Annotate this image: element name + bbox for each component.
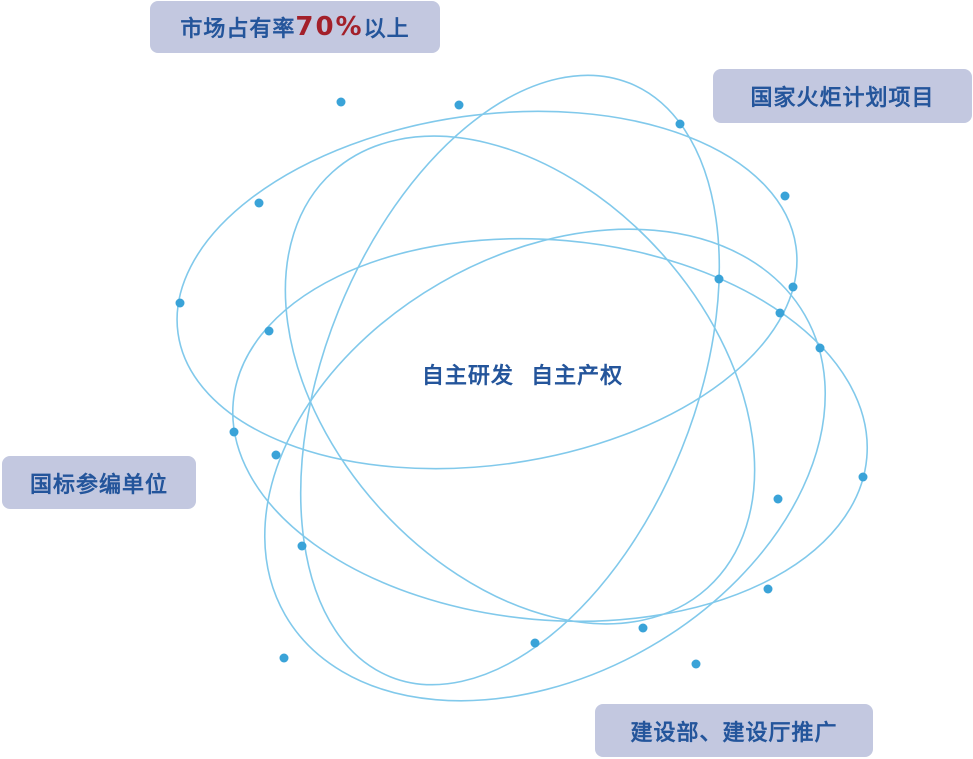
center-slogan: 自主研发 自主产权 xyxy=(421,364,624,389)
orbit-dots xyxy=(175,97,868,669)
market-share-value: 70% xyxy=(295,12,364,42)
label-torch-program: 国家火炬计划项目 xyxy=(713,69,972,123)
label-national-standard: 国标参编单位 xyxy=(2,456,196,509)
orbit-ellipse-5 xyxy=(263,228,827,702)
orbit-ellipse-3 xyxy=(299,74,721,686)
torch-program-text: 国家火炬计划项目 xyxy=(750,86,935,111)
orbit-ellipse-4 xyxy=(231,237,869,623)
market-share-suffix: 以上 xyxy=(363,17,410,42)
orbit-ellipse-2 xyxy=(284,135,756,625)
national-standard-text: 国标参编单位 xyxy=(29,472,168,498)
market-share-prefix: 市场占有率 xyxy=(180,17,296,42)
ministry-promotion-text: 建设部、建设厅推广 xyxy=(630,720,838,746)
label-ministry-promotion: 建设部、建设厅推广 xyxy=(595,704,873,757)
orbit-ellipse-1 xyxy=(176,110,798,470)
